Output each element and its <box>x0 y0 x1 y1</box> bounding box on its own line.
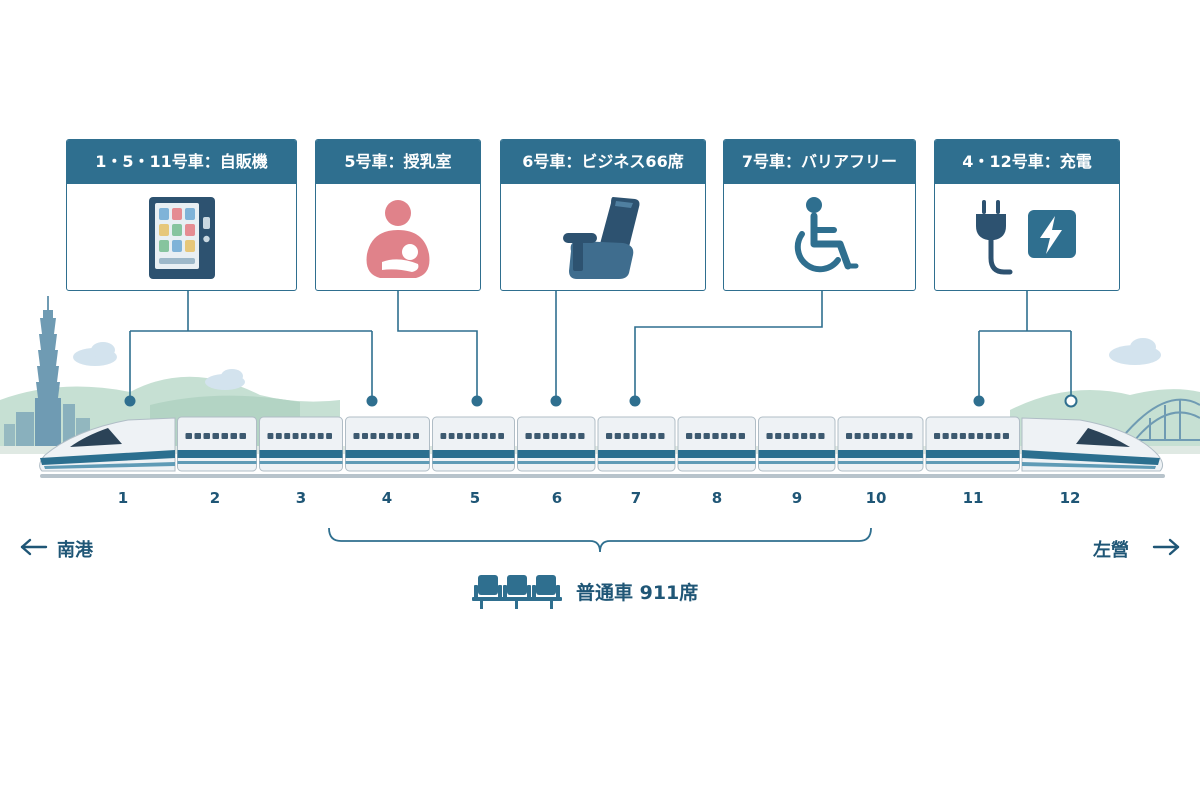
train-cars <box>177 416 1020 472</box>
direction-label-right: 左營 <box>1093 540 1129 561</box>
connector-dot <box>973 395 985 407</box>
train-car <box>259 416 343 472</box>
train-car <box>177 416 257 472</box>
standard-seats-label: 普通車 911席 <box>576 581 699 604</box>
connector-line <box>397 291 478 401</box>
amenity-card-title: 4・12号車：充電 <box>935 140 1119 184</box>
train-nose-right <box>1021 417 1164 472</box>
connector-line <box>129 291 373 401</box>
bridge-landmark <box>1118 398 1200 441</box>
train-car <box>925 416 1020 472</box>
car-number: 8 <box>711 489 723 507</box>
connector-line <box>978 291 1072 401</box>
direction-label-left: 南港 <box>57 540 93 561</box>
standard-cars-brace <box>328 527 872 553</box>
amenity-card-nursing: 5号車：授乳室 <box>315 139 481 291</box>
train-car <box>837 416 924 472</box>
car-number: 4 <box>381 489 393 507</box>
car-number: 5 <box>469 489 481 507</box>
nursing-room-icon <box>366 200 430 278</box>
amenity-card-accessible: 7号車：バリアフリー <box>723 139 916 291</box>
train-car <box>677 416 756 472</box>
car-number: 1 <box>117 489 129 507</box>
car-number: 12 <box>1059 489 1081 507</box>
connector-lines <box>124 291 1078 408</box>
connector-dot <box>550 395 562 407</box>
car-number: 9 <box>791 489 803 507</box>
amenity-card-title: 1・5・11号車：自販機 <box>67 140 296 184</box>
business-seat-icon <box>563 197 640 279</box>
train-car <box>432 416 515 472</box>
wheelchair-icon <box>794 197 858 273</box>
train-car <box>517 416 596 472</box>
train-car <box>758 416 836 472</box>
train-car <box>597 416 676 472</box>
connector-line <box>634 291 823 401</box>
connector-dot <box>1064 394 1078 408</box>
car-number: 10 <box>865 489 887 507</box>
connector-dot <box>629 395 641 407</box>
amenity-card-title: 7号車：バリアフリー <box>724 140 915 184</box>
car-number: 11 <box>962 489 984 507</box>
vending-machine-icon <box>148 197 215 279</box>
connector-dot <box>124 395 136 407</box>
connector-dot <box>471 395 483 407</box>
amenity-card-charging: 4・12号車：充電 <box>934 139 1120 291</box>
connector-dot <box>366 395 378 407</box>
charging-plug-icon <box>976 200 1076 275</box>
train-nose-left <box>39 417 176 472</box>
standard-seats-summary: 普通車 911席 <box>470 571 698 611</box>
car-number: 7 <box>630 489 642 507</box>
seat-row-icon <box>472 575 562 609</box>
car-number: 2 <box>209 489 221 507</box>
arrow-left-icon <box>20 538 48 556</box>
car-number: 3 <box>295 489 307 507</box>
amenity-card-title: 5号車：授乳室 <box>316 140 480 184</box>
amenity-card-business: 6号車：ビジネス66席 <box>500 139 706 291</box>
clouds <box>73 338 1161 390</box>
train-car <box>345 416 430 472</box>
train <box>39 416 1165 478</box>
amenity-card-title: 6号車：ビジネス66席 <box>501 140 705 184</box>
rail <box>40 474 1165 478</box>
car-number: 6 <box>551 489 563 507</box>
tower-landmark <box>4 296 90 446</box>
amenity-card-vending: 1・5・11号車：自販機 <box>66 139 297 291</box>
arrow-right-icon <box>1152 538 1180 556</box>
